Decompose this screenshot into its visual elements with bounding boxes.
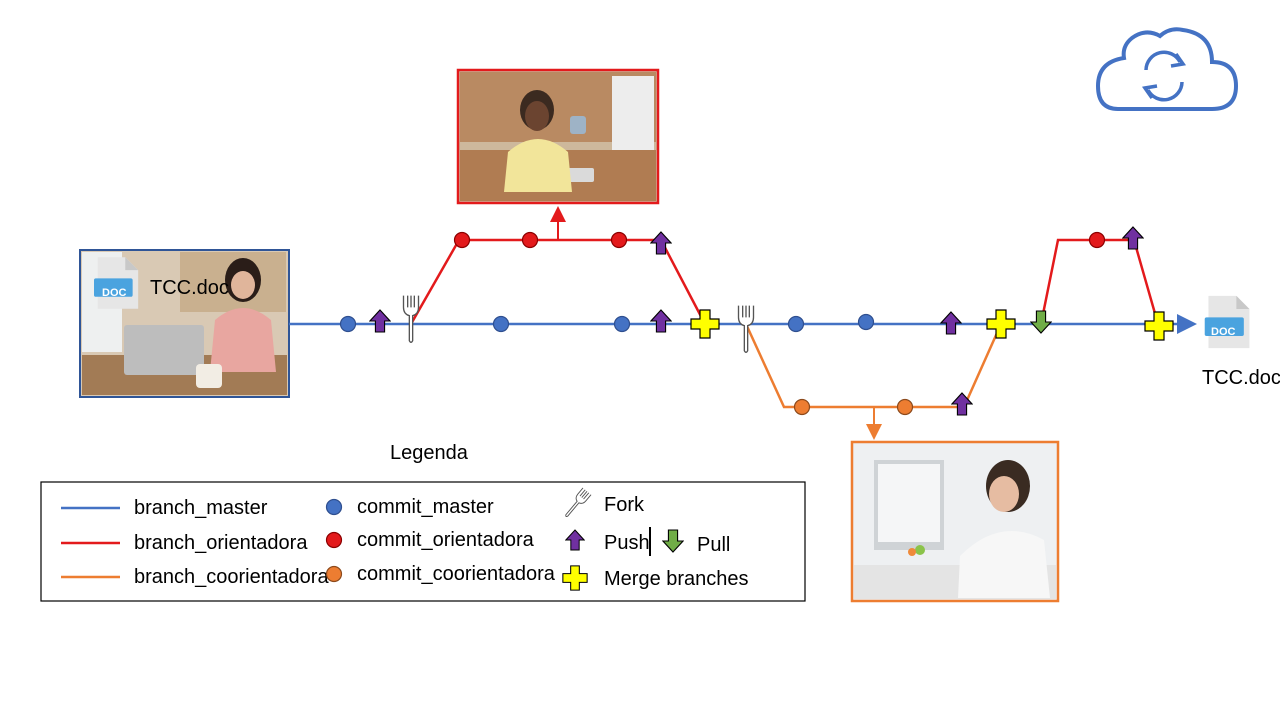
legend-pull: Pull bbox=[697, 534, 730, 556]
legend-title: Legenda bbox=[390, 442, 469, 464]
student-photo bbox=[79, 249, 290, 398]
legend-branch-orientadora: branch_orientadora bbox=[134, 532, 308, 554]
commit-orientadora bbox=[610, 231, 628, 249]
commit-master bbox=[492, 315, 510, 333]
push-arrow-icon bbox=[650, 309, 672, 333]
legend-fork: Fork bbox=[604, 494, 645, 516]
commit-master bbox=[787, 315, 805, 333]
push-arrow-icon bbox=[369, 309, 391, 333]
legend-commit-coorientadora: commit_coorientadora bbox=[357, 563, 556, 585]
legend-branch-master: branch_master bbox=[134, 497, 268, 519]
push-arrow-icon bbox=[1122, 226, 1144, 250]
end-doc-label: TCC.doc bbox=[1202, 367, 1280, 389]
legend-commit-orientadora-swatch bbox=[325, 531, 343, 549]
legend-push: Push bbox=[604, 532, 650, 554]
merge-plus-icon bbox=[1144, 311, 1174, 341]
commit-master bbox=[339, 315, 357, 333]
fork-icon bbox=[737, 304, 755, 354]
fork-icon bbox=[402, 294, 420, 344]
coorientadora-photo bbox=[850, 440, 1060, 603]
orientadora-photo bbox=[456, 68, 660, 205]
commit-orientadora bbox=[1088, 231, 1106, 249]
end-doc-badge: DOC bbox=[1211, 326, 1236, 338]
merge-plus-icon bbox=[986, 309, 1016, 339]
legend-commit-master: commit_master bbox=[357, 496, 494, 518]
legend-branch-coorientadora: branch_coorientadora bbox=[134, 566, 329, 588]
push-arrow-icon bbox=[940, 311, 962, 335]
merge-plus-icon bbox=[690, 309, 720, 339]
end-doc-icon: DOC bbox=[1204, 295, 1250, 349]
start-doc-icon: DOC bbox=[94, 257, 139, 309]
commit-master bbox=[857, 313, 875, 331]
commit-master bbox=[613, 315, 631, 333]
commit-coorientadora bbox=[896, 398, 914, 416]
branch-orientadora-line-1 bbox=[409, 238, 707, 325]
commit-coorientadora bbox=[793, 398, 811, 416]
start-doc-badge: DOC bbox=[102, 287, 127, 299]
cloud-sync-icon bbox=[1095, 27, 1239, 111]
commit-orientadora bbox=[521, 231, 539, 249]
commit-orientadora bbox=[453, 231, 471, 249]
legend-merge: Merge branches bbox=[604, 568, 749, 590]
legend-commit-orientadora: commit_orientadora bbox=[357, 529, 535, 551]
legend-commit-master-swatch bbox=[325, 498, 343, 516]
start-doc-label: TCC.doc bbox=[150, 277, 229, 299]
pull-arrow-icon bbox=[1030, 310, 1052, 334]
legend-commit-coorientadora-swatch bbox=[325, 565, 343, 583]
branch-orientadora-line-2 bbox=[1039, 238, 1160, 325]
push-arrow-icon bbox=[650, 231, 672, 255]
